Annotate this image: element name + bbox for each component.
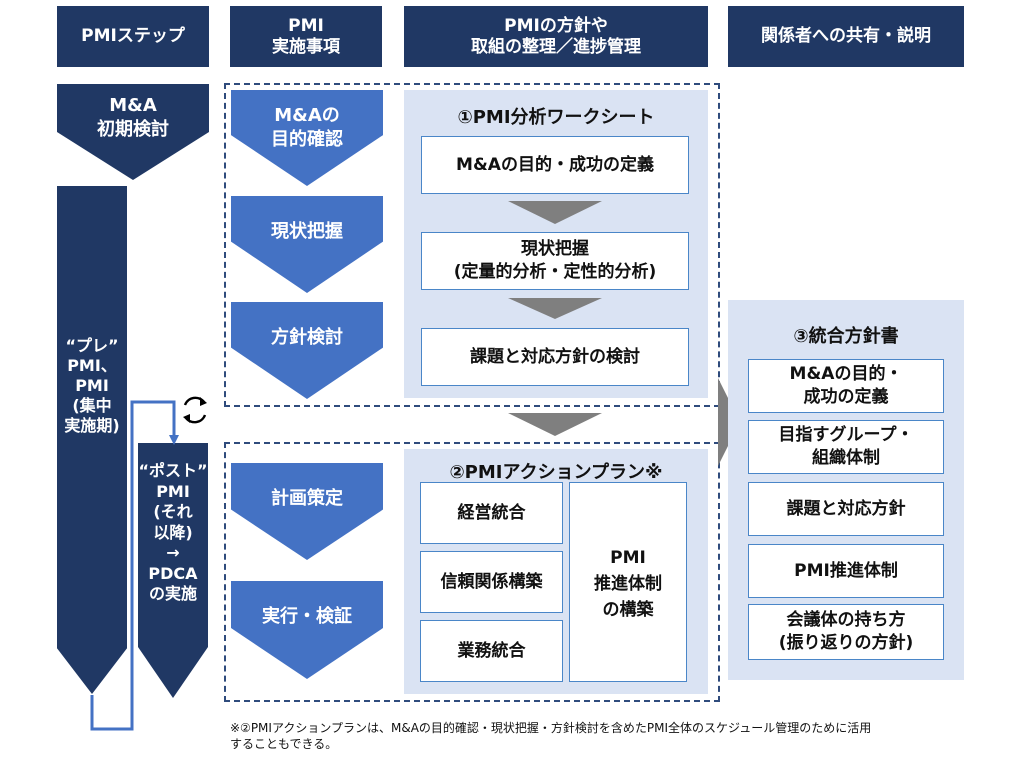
action-plan-item-management: 経営統合: [420, 482, 563, 544]
down-arrow-icon: [508, 298, 602, 319]
action-execution-label: 実行・検証: [262, 606, 352, 627]
policy-item-purpose: M&Aの目的・ 成功の定義: [748, 359, 944, 413]
header-pmi-actions: PMI 実施事項: [230, 6, 382, 67]
action-planning-label: 計画策定: [271, 488, 343, 509]
policy-item-meetings: 会議体の持ち方 (振り返りの方針): [748, 604, 944, 660]
analysis-phase-group: [224, 83, 720, 407]
policy-item-group-structure: 目指すグループ・ 組織体制: [748, 420, 944, 474]
header-policy-management: PMIの方針や 取組の整理／進捗管理: [404, 6, 708, 67]
policy-doc-title: ③統合方針書: [793, 326, 899, 347]
execution-phase-group: [224, 442, 720, 702]
step-post-pmi-label: “ポスト” PMI (それ 以降) → PDCA の実施: [138, 461, 208, 603]
feedback-connector: [90, 400, 179, 731]
cycle-arrows-icon: [183, 396, 207, 424]
action-purpose-label: M&Aの 目的確認: [271, 105, 343, 150]
worksheet-item-current-state: 現状把握 (定量的分析・定性的分析): [421, 232, 689, 290]
header-pmi-step: PMIステップ: [57, 6, 209, 67]
step-initial-review: M&A 初期検討: [57, 84, 209, 180]
step-pre-pmi-label: “プレ” PMI、 PMI (集中 実施期): [64, 336, 120, 435]
header-stakeholder-sharing: 関係者への共有・説明: [728, 6, 964, 67]
down-arrow-icon: [508, 413, 602, 436]
action-current-state-label: 現状把握: [271, 221, 343, 242]
worksheet-title: ①PMI分析ワークシート: [457, 107, 655, 128]
step-initial-review-label: M&A 初期検討: [97, 95, 169, 140]
step-pre-pmi: “プレ” PMI、 PMI (集中 実施期): [57, 186, 127, 694]
worksheet-item-purpose: M&Aの目的・成功の定義: [421, 136, 689, 194]
policy-item-issues: 課題と対応方針: [748, 482, 944, 536]
action-plan-item-operations: 業務統合: [420, 620, 563, 682]
down-arrow-icon: [508, 201, 602, 224]
action-policy-review-label: 方針検討: [271, 327, 343, 348]
step-post-pmi: “ポスト” PMI (それ 以降) → PDCA の実施: [138, 443, 208, 698]
action-plan-item-structure: PMI 推進体制 の構築: [569, 482, 687, 682]
action-plan-item-trust: 信頼関係構築: [420, 551, 563, 613]
action-plan-title: ②PMIアクションプラン※: [449, 462, 663, 483]
footnote: ※②PMIアクションプランは、M&Aの目的確認・現状把握・方針検討を含めたPMI…: [230, 721, 872, 751]
worksheet-item-issues: 課題と対応方針の検討: [421, 328, 689, 386]
policy-item-pmi-structure: PMI推進体制: [748, 544, 944, 598]
